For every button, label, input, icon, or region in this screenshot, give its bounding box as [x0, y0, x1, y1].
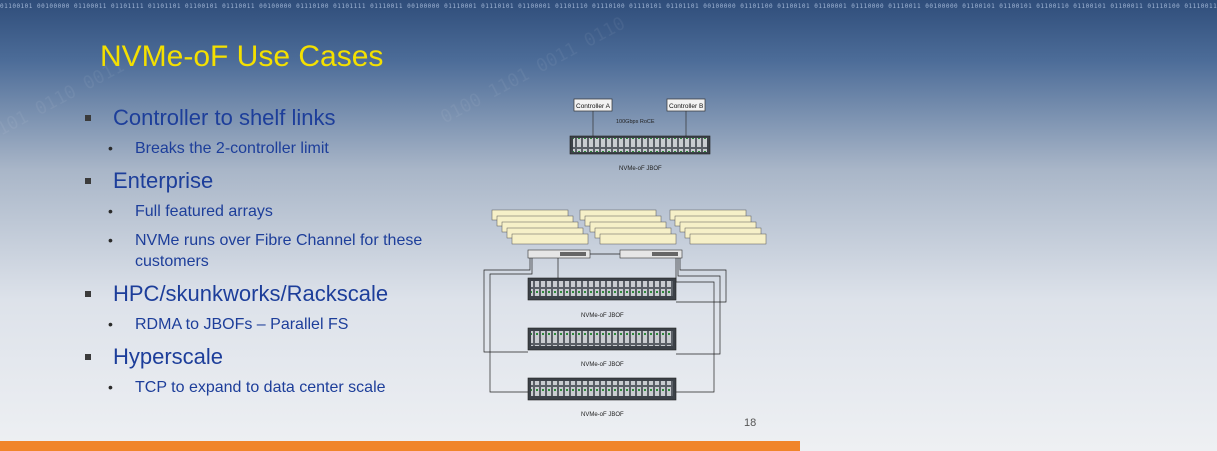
network-diagram: Controller A Controller B 100Gbps RoCE N… [483, 98, 767, 418]
controller-a-label: Controller A [576, 103, 611, 110]
sub-bullet: •Full featured arrays [108, 203, 273, 220]
dot-bullet-icon: • [108, 203, 113, 219]
square-bullet-icon [85, 115, 91, 121]
controller-a-box: Controller A [573, 98, 613, 112]
bullet-hpc: HPC/skunkworks/Rackscale [82, 280, 482, 308]
controller-b-label: Controller B [669, 103, 703, 110]
sub-bullet: •NVMe runs over Fibre Channel for these … [108, 232, 423, 270]
jbof-label: NVMe-oF JBOF [581, 362, 624, 368]
dot-bullet-icon: • [108, 316, 113, 332]
server-stack-middle [579, 209, 677, 245]
network-switch-right [619, 249, 683, 259]
dot-bullet-icon: • [108, 379, 113, 395]
link-speed-label: 100Gbps RoCE [616, 119, 655, 125]
jbof-enclosure-1 [527, 277, 677, 301]
page-number: 18 [744, 417, 757, 429]
bullet-controller-to-shelf: Controller to shelf links [82, 104, 482, 132]
bullet-enterprise: Enterprise [82, 167, 482, 195]
top-jbof-label: NVMe-oF JBOF [619, 166, 662, 172]
dot-bullet-icon: • [108, 140, 113, 156]
bullet-hyperscale: Hyperscale [82, 343, 482, 371]
jbof-label: NVMe-oF JBOF [581, 412, 624, 418]
slide-title: NVMe-oF Use Cases [100, 40, 384, 73]
sub-bullet: •TCP to expand to data center scale [108, 379, 386, 396]
jbof-label: NVMe-oF JBOF [581, 313, 624, 319]
jbof-enclosure-2 [527, 327, 677, 351]
sub-bullet: •RDMA to JBOFs – Parallel FS [108, 316, 349, 333]
cabling [483, 253, 727, 393]
square-bullet-icon [85, 291, 91, 297]
sub-bullet: •Breaks the 2-controller limit [108, 140, 329, 157]
server-stack-left [491, 209, 589, 245]
square-bullet-icon [85, 354, 91, 360]
network-switch-left [527, 249, 591, 259]
square-bullet-icon [85, 178, 91, 184]
bullet-list: Controller to shelf links •Breaks the 2-… [82, 104, 482, 406]
jbof-enclosure-3 [527, 377, 677, 401]
top-jbof-enclosure [569, 135, 711, 155]
controller-b-box: Controller B [666, 98, 706, 112]
dot-bullet-icon: • [108, 232, 113, 248]
server-stack-right [669, 209, 767, 245]
binary-header-strip: 01100101 00100000 01100011 01101111 0110… [0, 3, 1217, 10]
footer-accent-bar [0, 441, 800, 451]
